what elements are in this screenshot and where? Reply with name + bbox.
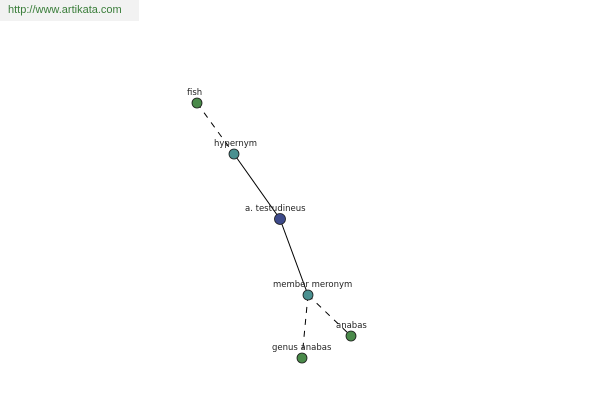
node-member-meronym[interactable]: member meronym: [273, 280, 352, 301]
node-circle-genus-anabas[interactable]: [296, 352, 308, 364]
node-label-genus-anabas: genus anabas: [272, 343, 332, 353]
node-label-fish: fish: [187, 88, 202, 98]
graph-edges: [196, 102, 352, 359]
node-center[interactable]: a. testudineus: [245, 204, 306, 225]
node-anabas[interactable]: anabas: [336, 321, 367, 342]
edge-fish-hypernym: [196, 102, 235, 155]
node-label-center: a. testudineus: [245, 204, 306, 214]
node-fish[interactable]: fish: [187, 88, 203, 109]
site-url-link[interactable]: http://www.artikata.com: [0, 0, 139, 21]
node-hypernym[interactable]: hypernym: [214, 139, 257, 160]
node-circle-hypernym[interactable]: [228, 148, 240, 160]
edge-hypernym-center: [233, 153, 281, 220]
node-circle-center[interactable]: [274, 213, 286, 225]
node-circle-anabas[interactable]: [345, 330, 357, 342]
node-label-hypernym: hypernym: [214, 139, 257, 149]
edge-member-meronym-genus-anabas: [301, 294, 309, 359]
node-circle-fish[interactable]: [191, 97, 203, 109]
node-label-anabas: anabas: [336, 321, 367, 331]
graph-nodes: fish hypernym a. testudineus member meronym…: [187, 88, 367, 364]
node-label-member-meronym: member meronym: [273, 280, 352, 290]
edge-center-member-meronym: [279, 218, 309, 296]
node-genus-anabas[interactable]: genus anabas: [272, 343, 332, 364]
edge-member-meronym-anabas: [307, 294, 352, 337]
node-circle-member-meronym[interactable]: [302, 289, 314, 301]
